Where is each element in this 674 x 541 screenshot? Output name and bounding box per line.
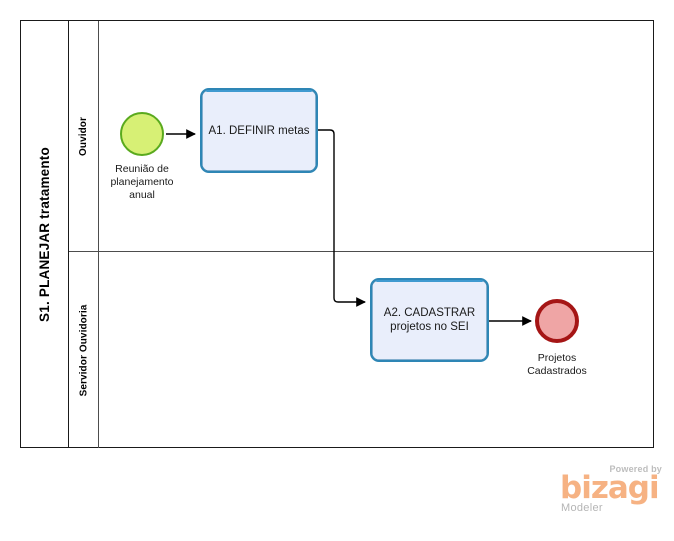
bizagi-modeler-text: Modeler <box>561 502 603 514</box>
lane-servidor-ouvidoria[interactable]: Servidor Ouvidoria <box>69 251 654 448</box>
lane-label-servidor-ouvidoria: Servidor Ouvidoria <box>78 304 90 396</box>
task-a2-label: A2. CADASTRAR projetos no SEI <box>383 307 476 333</box>
lane-ouvidor[interactable]: Ouvidor <box>69 21 654 251</box>
task-a1-definir-metas[interactable]: A1. DEFINIR metas <box>200 88 318 173</box>
bizagi-wordmark: bizagi <box>560 470 660 506</box>
end-event-projetos-cadastrados[interactable] <box>535 299 579 343</box>
pool-title: S1. PLANEJAR tratamento <box>37 146 53 322</box>
bizagi-powered-by-text: Powered by <box>609 464 662 474</box>
pool-s1-planejar-tratamento[interactable]: S1. PLANEJAR tratamento Ouvidor Servidor… <box>20 20 654 448</box>
start-event-label: Reunião de planejamento anual <box>110 163 174 201</box>
bizagi-logo: Powered by bizagi Modeler <box>560 464 664 516</box>
task-a2-cadastrar-projetos-no-sei[interactable]: A2. CADASTRAR projetos no SEI <box>370 278 489 362</box>
start-event-reuniao-planejamento-anual[interactable] <box>120 112 164 156</box>
lane-label-ouvidor: Ouvidor <box>78 116 90 156</box>
end-event-label: Projetos Cadastrados <box>527 352 587 377</box>
task-accent-bar <box>376 280 483 282</box>
lane-header-servidor-ouvidoria[interactable]: Servidor Ouvidoria <box>69 252 99 448</box>
lane-header-ouvidor[interactable]: Ouvidor <box>69 21 99 251</box>
task-a1-label: A1. DEFINIR metas <box>208 124 310 137</box>
task-accent-bar <box>206 90 312 92</box>
pool-header[interactable]: S1. PLANEJAR tratamento <box>21 21 69 447</box>
